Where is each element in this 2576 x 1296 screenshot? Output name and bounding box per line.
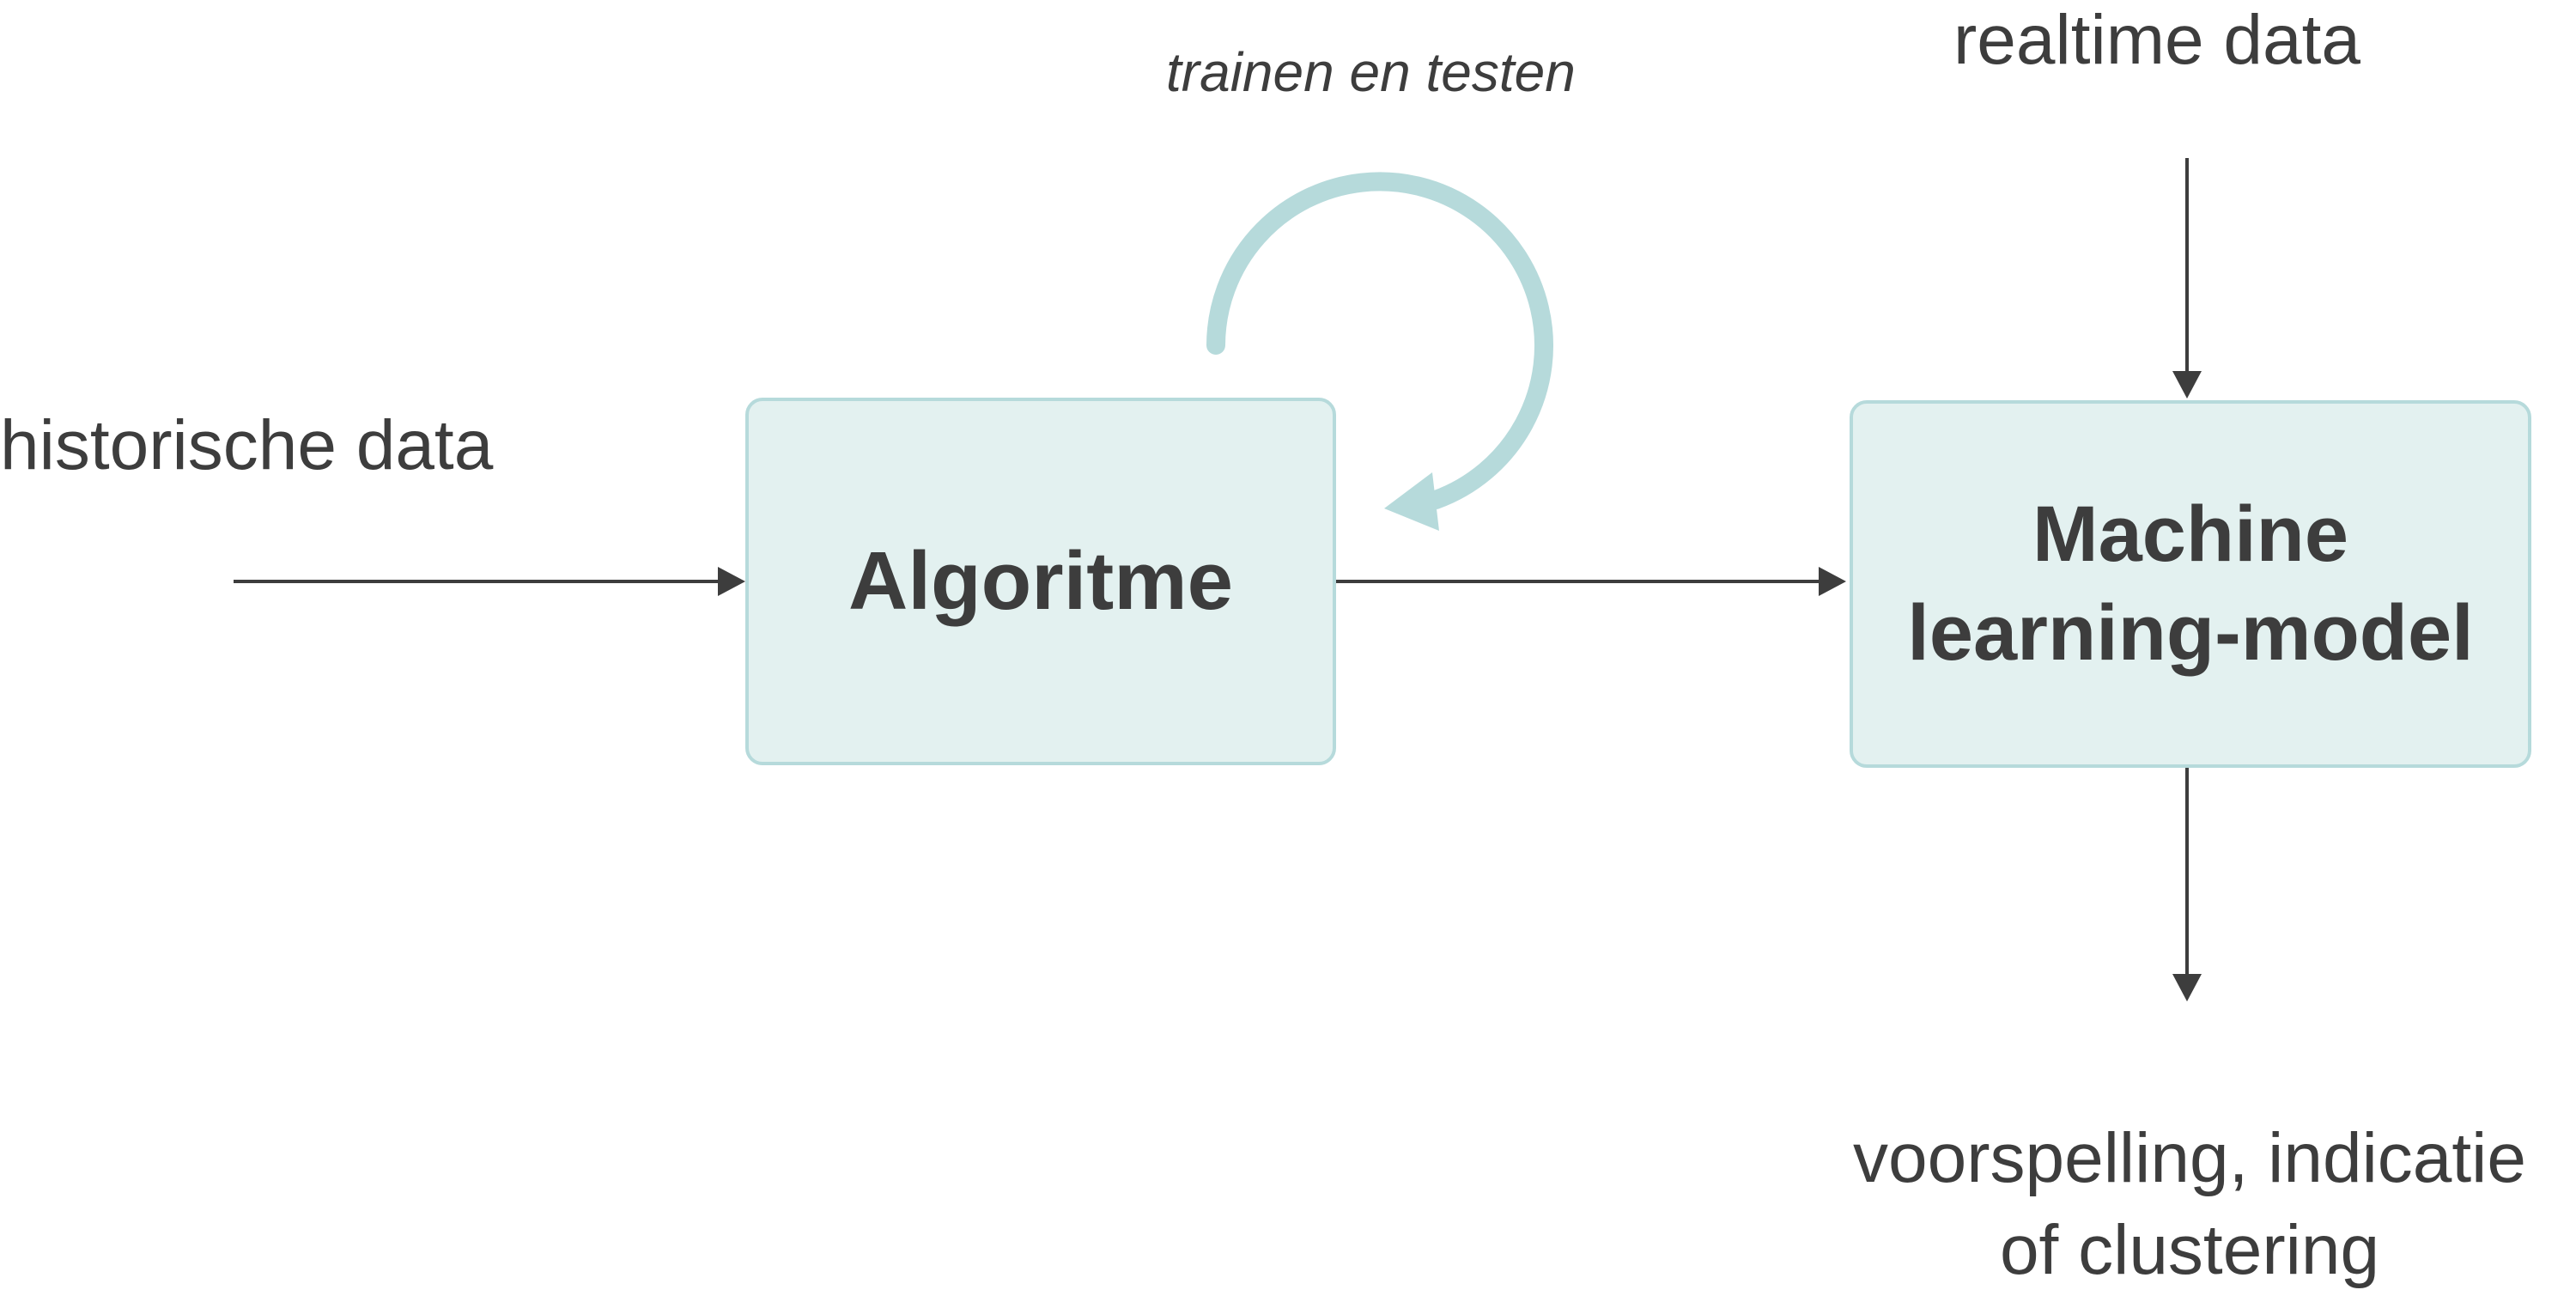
loop-label-trainen-en-testen: trainen en testen — [1166, 41, 1576, 103]
algorithm-box: Algoritme — [745, 398, 1336, 765]
output-label: voorspelling, indicatie of clustering — [1803, 1113, 2576, 1296]
arrow-model-to-output — [2172, 768, 2202, 1001]
model-box-label-line1: Machine — [2032, 490, 2349, 578]
model-box: Machine learning-model — [1850, 400, 2531, 768]
input-label-historische-data: historische data — [0, 406, 494, 484]
arrow-algorithm-to-model — [1336, 567, 1846, 596]
input-label-realtime-data: realtime data — [1953, 1, 2361, 79]
arrow-input-to-algorithm — [234, 567, 745, 596]
model-box-label-line2: learning-model — [1907, 589, 2474, 677]
output-label-line2: of clustering — [1999, 1210, 2380, 1289]
output-label-line1: voorspelling, indicatie — [1852, 1119, 2526, 1197]
arrow-realtime-to-model — [2172, 158, 2202, 399]
training-loop-arrow — [1206, 172, 1553, 531]
algorithm-box-label: Algoritme — [848, 535, 1234, 627]
